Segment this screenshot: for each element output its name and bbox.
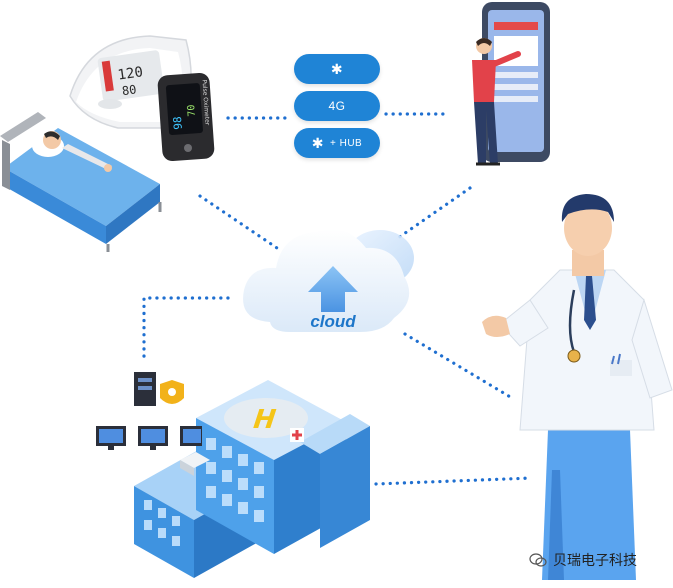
cloud-label: cloud xyxy=(310,312,356,331)
line-bed-to-cloud xyxy=(198,194,282,252)
line-cloud-to-doctor xyxy=(403,332,514,400)
smartphone-user xyxy=(472,2,550,166)
line-phone-to-cloud xyxy=(396,186,472,240)
oximeter-reading-top: 98 xyxy=(171,116,185,130)
monitor-reading-top: 120 xyxy=(117,64,144,83)
bluetooth-hub-pill: ✱ + HUB xyxy=(294,128,380,158)
it-workstations xyxy=(96,372,202,450)
oximeter-brand-label: Pulse Oximeter xyxy=(200,79,210,126)
bluetooth-icon: ✱ xyxy=(311,134,324,151)
connection-lines xyxy=(142,112,534,486)
oximeter-reading-bottom: 70 xyxy=(186,104,198,117)
line-hospital-to-doctor xyxy=(374,476,534,486)
bluetooth-icon: ✱ xyxy=(330,60,344,77)
hub-label: + HUB xyxy=(330,137,363,149)
pulse-oximeter: 98 70 Pulse Oximeter xyxy=(157,72,215,162)
monitor-reading-bottom: 80 xyxy=(121,82,137,98)
patient-bed xyxy=(0,112,162,252)
cellular-4g-pill: 4G xyxy=(294,91,380,121)
upload-arrow-icon xyxy=(308,266,358,312)
doctor xyxy=(482,194,673,580)
wechat-icon xyxy=(529,553,547,567)
hospital: H xyxy=(134,380,370,578)
watermark-text: 贝瑞电子科技 xyxy=(553,553,637,569)
watermark: 贝瑞电子科技 xyxy=(529,549,637,571)
line-cloud-to-hospital xyxy=(142,296,230,364)
cellular-label: 4G xyxy=(328,99,346,113)
computer-monitor-icon xyxy=(96,426,202,450)
cloud xyxy=(243,229,414,332)
bluetooth-pill: ✱ xyxy=(294,54,380,84)
